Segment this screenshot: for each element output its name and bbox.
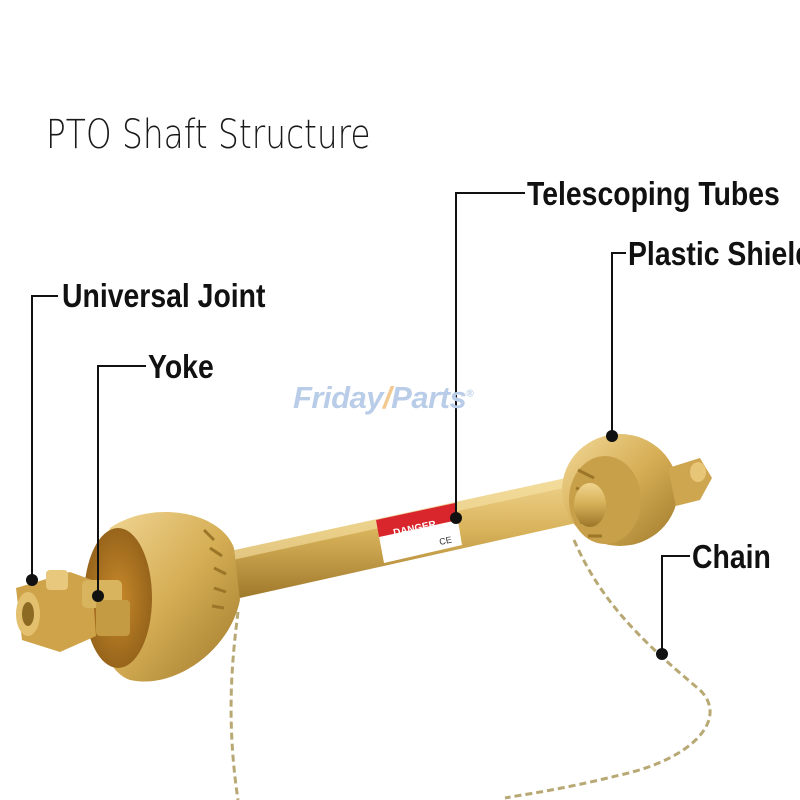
page-title: PTO Shaft Structure bbox=[46, 112, 371, 158]
label-universal-joint: Universal Joint bbox=[62, 277, 266, 314]
leader-dots bbox=[26, 430, 668, 660]
leader-lines bbox=[31, 192, 690, 654]
watermark-right: Parts bbox=[391, 380, 467, 415]
chain bbox=[229, 539, 712, 800]
label-chain: Chain bbox=[692, 538, 771, 575]
brand-watermark: Friday/Parts® bbox=[293, 380, 474, 416]
ce-mark: CE bbox=[438, 535, 452, 547]
label-yoke: Yoke bbox=[148, 348, 214, 385]
right-yoke bbox=[668, 458, 712, 506]
registered-mark: ® bbox=[466, 388, 474, 400]
watermark-separator: / bbox=[383, 380, 392, 415]
label-plastic-shield: Plastic Shield bbox=[628, 235, 800, 272]
label-telescoping-tubes: Telescoping Tubes bbox=[527, 175, 780, 212]
watermark-left: Friday bbox=[293, 380, 384, 415]
plastic-shield bbox=[562, 434, 678, 546]
universal-joint bbox=[16, 570, 130, 652]
warning-label: DANGER CE bbox=[376, 503, 462, 563]
